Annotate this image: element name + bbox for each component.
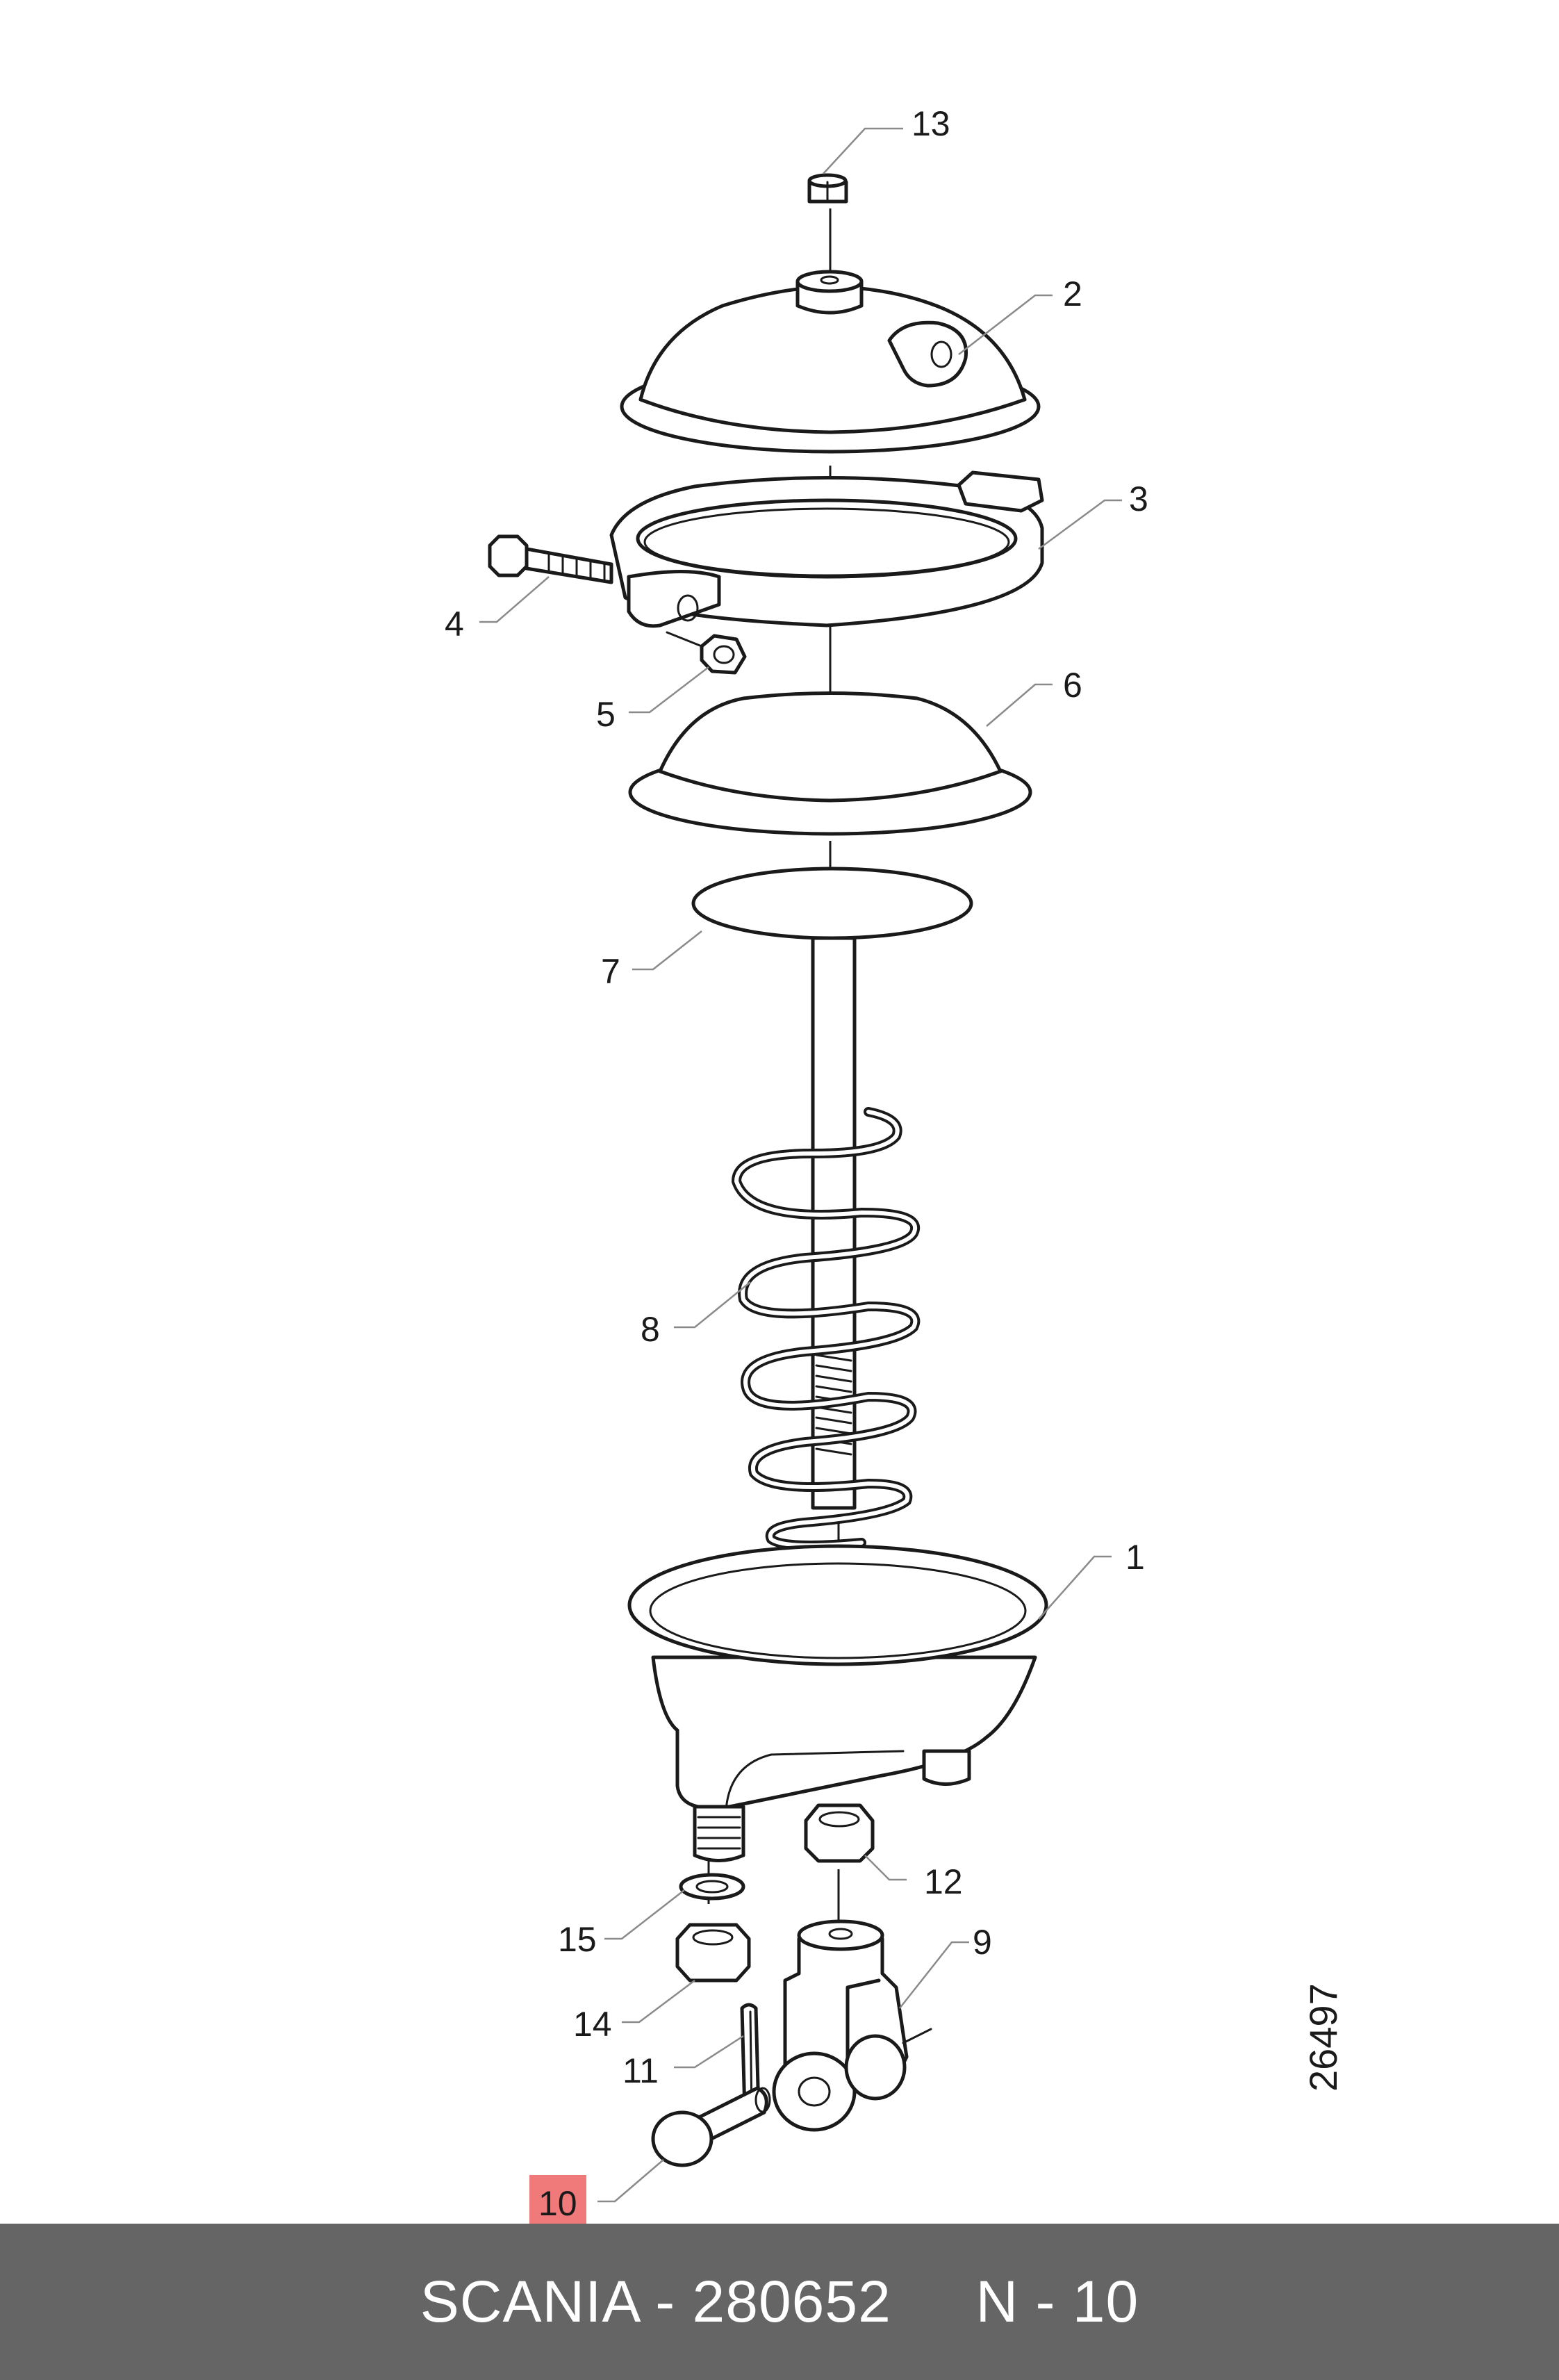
- callout-5: 5: [596, 695, 616, 734]
- callout-8: 8: [641, 1310, 660, 1349]
- part-9-clevis: [772, 1919, 932, 2132]
- callout-6: 6: [1063, 666, 1082, 705]
- push-rod: [811, 936, 857, 1510]
- callout-3: 3: [1129, 479, 1148, 518]
- part-13-bolt: [807, 173, 848, 204]
- footer-part-reference: SCANIA - 280652 N - 10: [420, 2269, 1139, 2334]
- footer-bar: SCANIA - 280652 N - 10: [0, 2224, 1559, 2380]
- callout-10: 10: [538, 2184, 577, 2223]
- callout-13: 13: [912, 104, 950, 143]
- part-3-clamp-ring: [609, 470, 1044, 628]
- callout-7: 7: [601, 952, 620, 991]
- callout-9: 9: [973, 1923, 992, 1962]
- part-5-nut: [666, 631, 747, 675]
- part-7-plate: [691, 867, 973, 940]
- part-4-clamp-bolt: [488, 534, 613, 584]
- part-15-washer: [679, 1873, 745, 1901]
- callout-12: 12: [924, 1862, 963, 1901]
- part-6-diaphragm: [628, 691, 1032, 836]
- drawing-number: 26497: [1301, 1983, 1345, 2092]
- part-2-cover: [620, 270, 1041, 454]
- highlight-box: [529, 2175, 586, 2224]
- callout-4: 4: [445, 605, 464, 643]
- callout-14: 14: [573, 2005, 612, 2044]
- exploded-parts-diagram: 13 2 3 4 5 6 7 8 1 12 9 15 14 11 10: [445, 104, 1148, 2224]
- part-10-clevis-pin: [651, 2086, 771, 2167]
- callout-1: 1: [1125, 1538, 1145, 1577]
- leader-lines: [479, 127, 1122, 2203]
- callout-2: 2: [1063, 274, 1082, 313]
- part-8-spring: [731, 1107, 921, 1550]
- callout-15: 15: [558, 1920, 597, 1959]
- part-12-nut: [804, 1803, 875, 1863]
- part-1-housing: [627, 1544, 1048, 1862]
- callout-11: 11: [622, 2051, 659, 2090]
- callout-labels: 13 2 3 4 5 6 7 8 1 12 9 15 14 11 10: [445, 104, 1148, 2223]
- part-14-nut: [675, 1923, 751, 1983]
